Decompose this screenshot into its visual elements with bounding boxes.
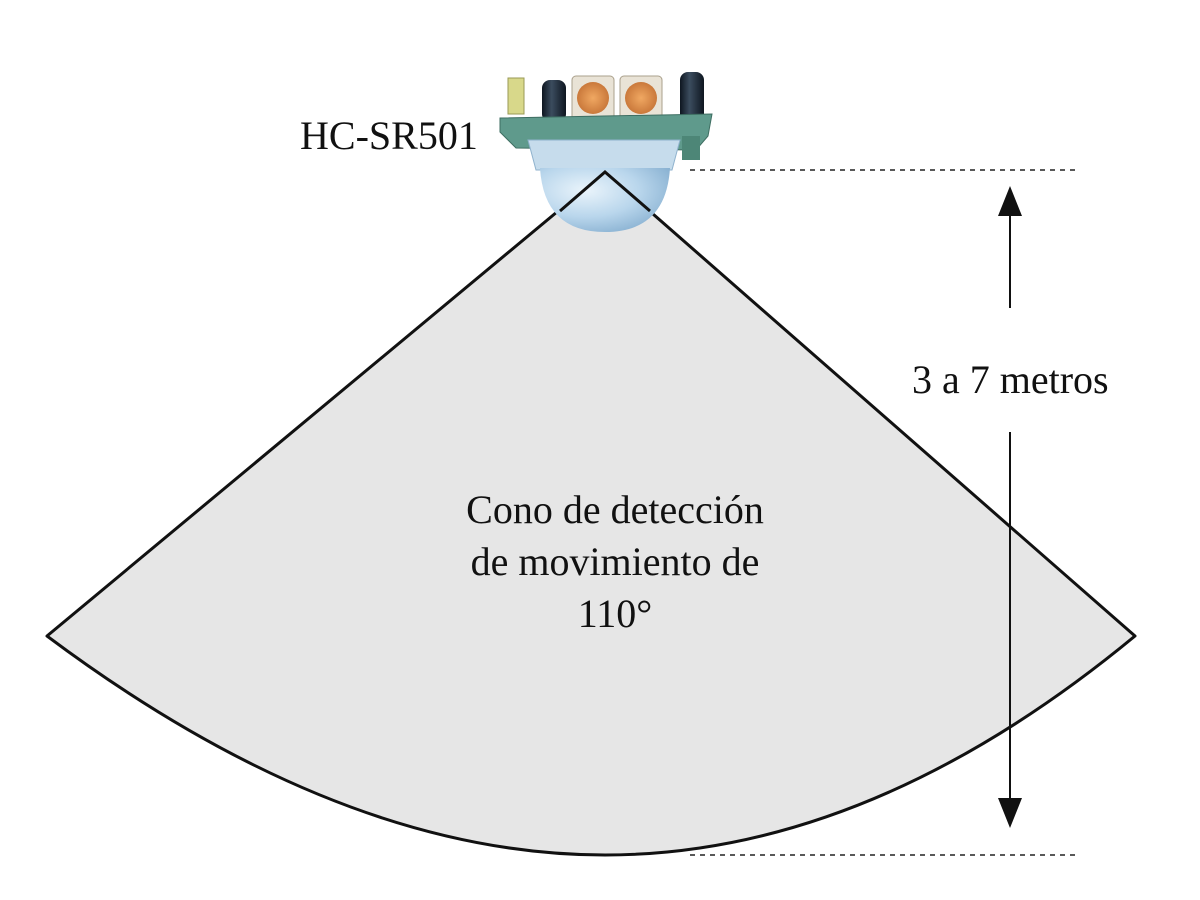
sensor-label: HC-SR501 [300, 113, 478, 158]
cone-label-line: de movimiento de [470, 539, 760, 584]
cone-label: Cono de detección de movimiento de 110° [380, 484, 850, 640]
cone-apex-edges [559, 170, 651, 213]
cone-label-line: Cono de detección [466, 487, 764, 532]
cone-label-line: 110° [577, 591, 653, 636]
range-label: 3 a 7 metros [912, 357, 1109, 402]
detection-cone [45, 170, 1137, 857]
range-dimension-arrow [998, 186, 1022, 828]
sensor-module-icon [499, 72, 713, 232]
